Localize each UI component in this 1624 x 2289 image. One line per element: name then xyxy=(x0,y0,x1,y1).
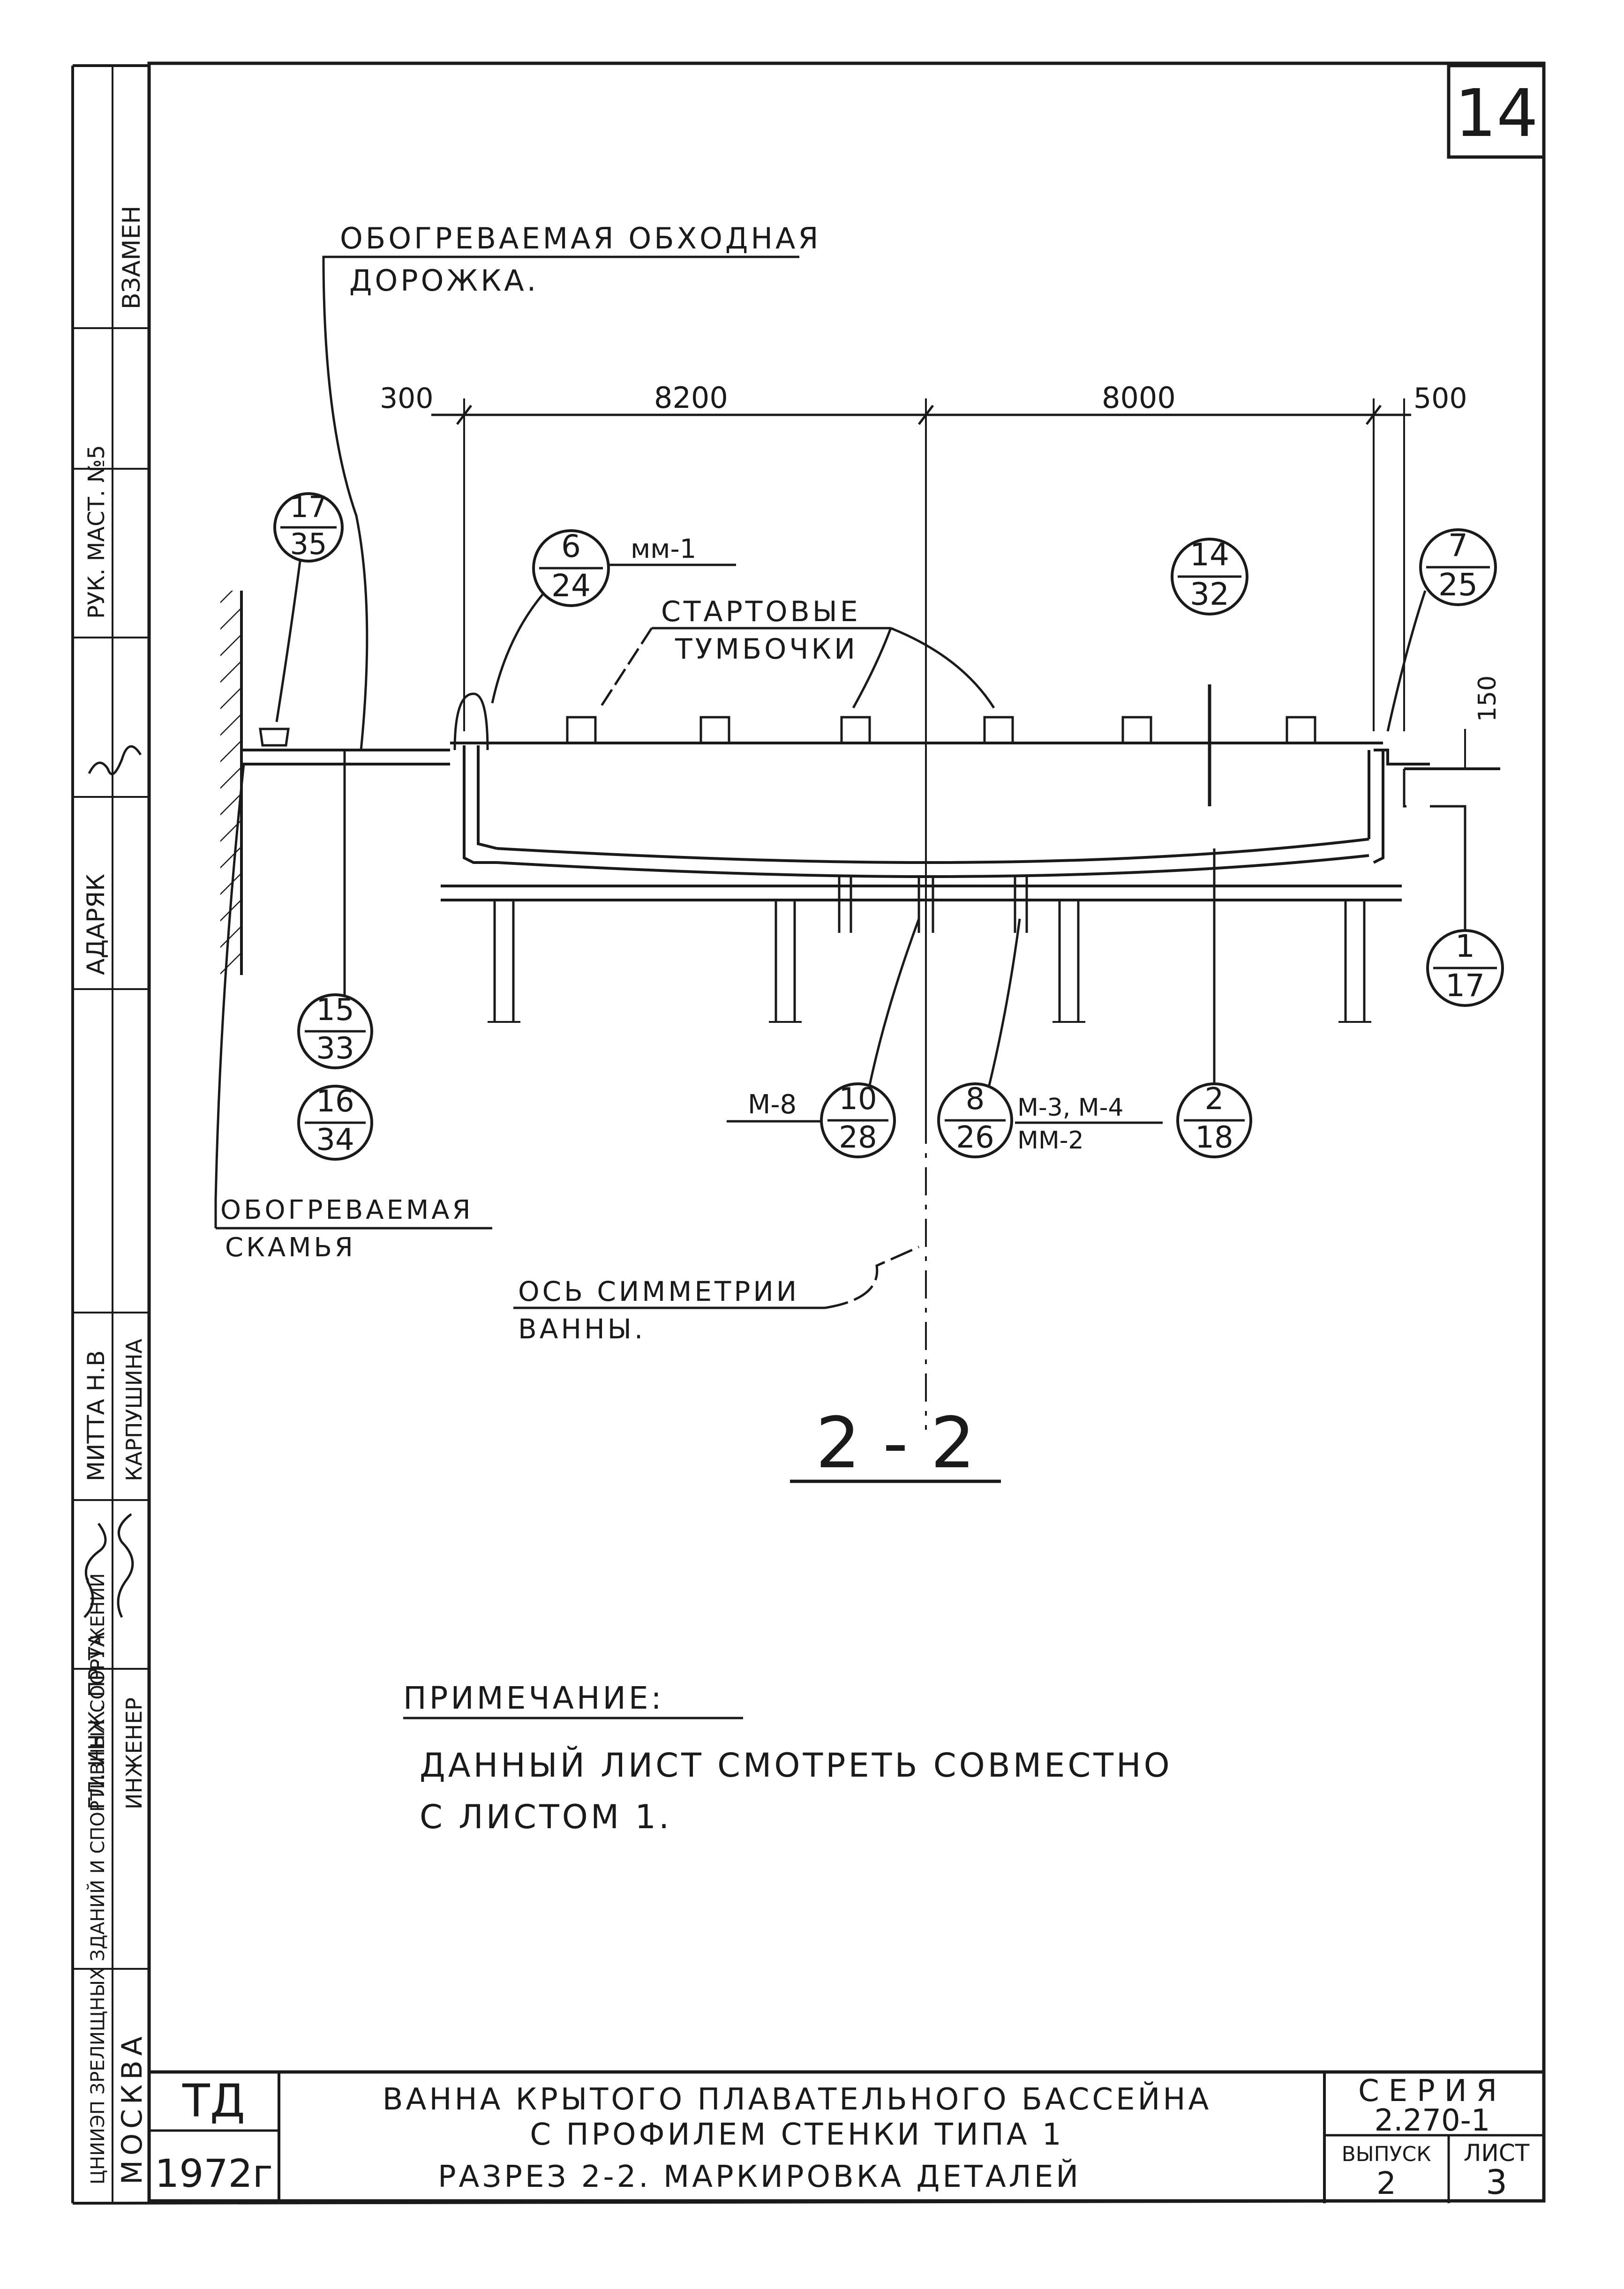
callout-top: 14 xyxy=(1190,537,1229,573)
columns xyxy=(488,900,1371,1023)
callout-bottom: 35 xyxy=(290,527,327,561)
callout-mark: мм-1 xyxy=(631,534,696,564)
series-label: СЕРИЯ xyxy=(1358,2074,1506,2109)
callout-top: 8 xyxy=(966,1082,985,1117)
bench-label-line2: СКАМЬЯ xyxy=(225,1232,356,1263)
callout-bottom: 28 xyxy=(839,1120,877,1155)
callout-top: 2 xyxy=(1205,1082,1224,1117)
starting-blocks-label: СТАРТОВЫЕ ТУМБОЧКИ xyxy=(599,595,995,709)
callout-2-18: 2 18 xyxy=(1176,848,1252,1158)
issue-value: 2 xyxy=(1376,2165,1396,2201)
callout-top: 7 xyxy=(1448,527,1468,563)
callout-8-26: 8 26 М-3, М-4 ММ-2 xyxy=(937,918,1163,1158)
signature-1 xyxy=(88,745,142,775)
stamp-role-2: ГЛ. ИНЖ. ПР-ТА xyxy=(84,1632,109,1809)
starting-blocks xyxy=(566,716,1316,743)
callout-7-25: 7 25 xyxy=(1386,527,1497,732)
bench xyxy=(259,728,290,747)
signature-3 xyxy=(83,1523,107,1618)
callout-top: 17 xyxy=(290,490,327,524)
callout-bottom: 26 xyxy=(956,1120,994,1155)
side-stamp: ВЗАМЕН РУК. МАСТ. №5 АДАРЯК ГЛ. ИНЖ. ПР-… xyxy=(73,66,149,2203)
stamp-replaced: ВЗАМЕН xyxy=(118,206,146,309)
pool-section xyxy=(220,591,1500,1023)
callout-bottom: 33 xyxy=(316,1031,354,1066)
dim-edge-height: 150 xyxy=(1474,675,1502,722)
callout-1-17: 1 17 xyxy=(1426,805,1504,1007)
stamp-role-1: РУК. МАСТ. №5 xyxy=(83,445,110,619)
dim-span-right: 8000 xyxy=(1102,381,1176,415)
wall-hatch xyxy=(220,591,241,975)
bench-label: ОБОГРЕВАЕМАЯ СКАМЬЯ xyxy=(214,764,492,1263)
callout-bottom: 32 xyxy=(1190,576,1229,612)
year: 1972г xyxy=(155,2152,273,2196)
note-line1: ДАННЫЙ ЛИСТ СМОТРЕТЬ СОВМЕСТНО xyxy=(420,1746,1173,1785)
dim-span-left: 8200 xyxy=(654,381,728,415)
callout-top: 6 xyxy=(561,528,581,564)
callout-15-33: 15 33 xyxy=(297,750,373,1069)
stamp-name-3: КАРПУШИНА xyxy=(121,1338,147,1481)
walkway-leader xyxy=(322,255,368,750)
stamp-name-2: МИТТА Н.В xyxy=(83,1350,110,1481)
callout-17-35: 17 35 xyxy=(273,490,344,722)
callout-top: 10 xyxy=(839,1082,877,1117)
axis-label-line1: ОСЬ СИММЕТРИИ xyxy=(518,1276,799,1307)
callout-bottom: 24 xyxy=(551,568,591,604)
title-block: ТД 1972г ВАННА КРЫТОГО ПЛАВАТЕЛЬНОГО БАС… xyxy=(149,2070,1544,2203)
callout-bottom: 17 xyxy=(1445,968,1485,1004)
callout-mark-line1: М-3, М-4 xyxy=(1017,1094,1123,1122)
title-line2: С ПРОФИЛЕМ СТЕНКИ ТИПА 1 xyxy=(530,2117,1064,2152)
sheet-number: 14 xyxy=(1455,75,1538,152)
callout-top: 15 xyxy=(316,993,354,1028)
stamp-role-3: ИНЖЕНЕР xyxy=(121,1697,147,1809)
sheet-frame xyxy=(71,61,1546,2205)
note-heading: ПРИМЕЧАНИЕ: xyxy=(403,1680,664,1716)
sheet-value: 3 xyxy=(1486,2162,1507,2202)
title-line1: ВАННА КРЫТОГО ПЛАВАТЕЛЬНОГО БАССЕЙНА xyxy=(383,2081,1212,2117)
note-line2: С ЛИСТОМ 1. xyxy=(420,1798,672,1836)
series-value: 2.270-1 xyxy=(1374,2103,1490,2138)
title-line3: РАЗРЕЗ 2-2. МАРКИРОВКА ДЕТАЛЕЙ xyxy=(438,2159,1081,2194)
axis-label-line2: ВАННЫ. xyxy=(518,1313,646,1345)
stamp-org: ЦНИИЭП ЗРЕЛИЩНЫХ ЗДАНИЙ И СПОРТИВНЫХ СОО… xyxy=(86,1573,109,2184)
callout-10-28: 10 28 М-8 xyxy=(727,918,920,1158)
note: ПРИМЕЧАНИЕ: ДАННЫЙ ЛИСТ СМОТРЕТЬ СОВМЕСТ… xyxy=(403,1680,1173,1836)
callout-6-24: 6 24 мм-1 xyxy=(491,528,736,704)
bench-label-line1: ОБОГРЕВАЕМАЯ xyxy=(220,1195,474,1225)
dim-left-offset: 300 xyxy=(380,382,434,415)
sheet-number-box: 14 xyxy=(1447,64,1546,159)
callout-14-32: 14 32 xyxy=(1171,537,1248,615)
callout-16-34: 16 34 xyxy=(297,1084,373,1161)
dim-right-offset: 500 xyxy=(1413,382,1467,415)
callout-top: 16 xyxy=(316,1084,354,1119)
starting-blocks-line2: ТУМБОЧКИ xyxy=(675,633,858,666)
callout-bottom: 25 xyxy=(1438,567,1478,603)
stamp-name-1: АДАРЯК xyxy=(82,874,110,975)
issue-label: ВЫПУСК xyxy=(1342,2142,1431,2166)
walkway-label-line1: ОБОГРЕВАЕМАЯ ОБХОДНАЯ xyxy=(340,221,821,255)
axis-label: ОСЬ СИММЕТРИИ ВАННЫ. xyxy=(513,1246,920,1345)
stamp-city: МОСКВА xyxy=(116,2032,149,2184)
walkway-label: ОБОГРЕВАЕМАЯ ОБХОДНАЯ ДОРОЖКА. xyxy=(322,221,821,750)
signature-2 xyxy=(117,1513,134,1618)
sheet-label: ЛИСТ xyxy=(1464,2139,1530,2167)
callout-top: 1 xyxy=(1455,928,1475,964)
section-title: 2 - 2 xyxy=(790,1403,1001,1484)
dimension-line: 300 8200 8000 500 150 xyxy=(380,381,1502,1125)
starting-blocks-line1: СТАРТОВЫЕ xyxy=(661,595,861,628)
section-title-text: 2 - 2 xyxy=(816,1403,975,1484)
org-logo: ТД xyxy=(182,2075,245,2127)
callout-mark: М-8 xyxy=(748,1089,797,1120)
callout-bottom: 18 xyxy=(1195,1120,1233,1155)
callout-mark-line2: ММ-2 xyxy=(1017,1126,1084,1155)
walkway-label-line2: ДОРОЖКА. xyxy=(349,263,539,298)
callout-bottom: 34 xyxy=(316,1123,354,1157)
